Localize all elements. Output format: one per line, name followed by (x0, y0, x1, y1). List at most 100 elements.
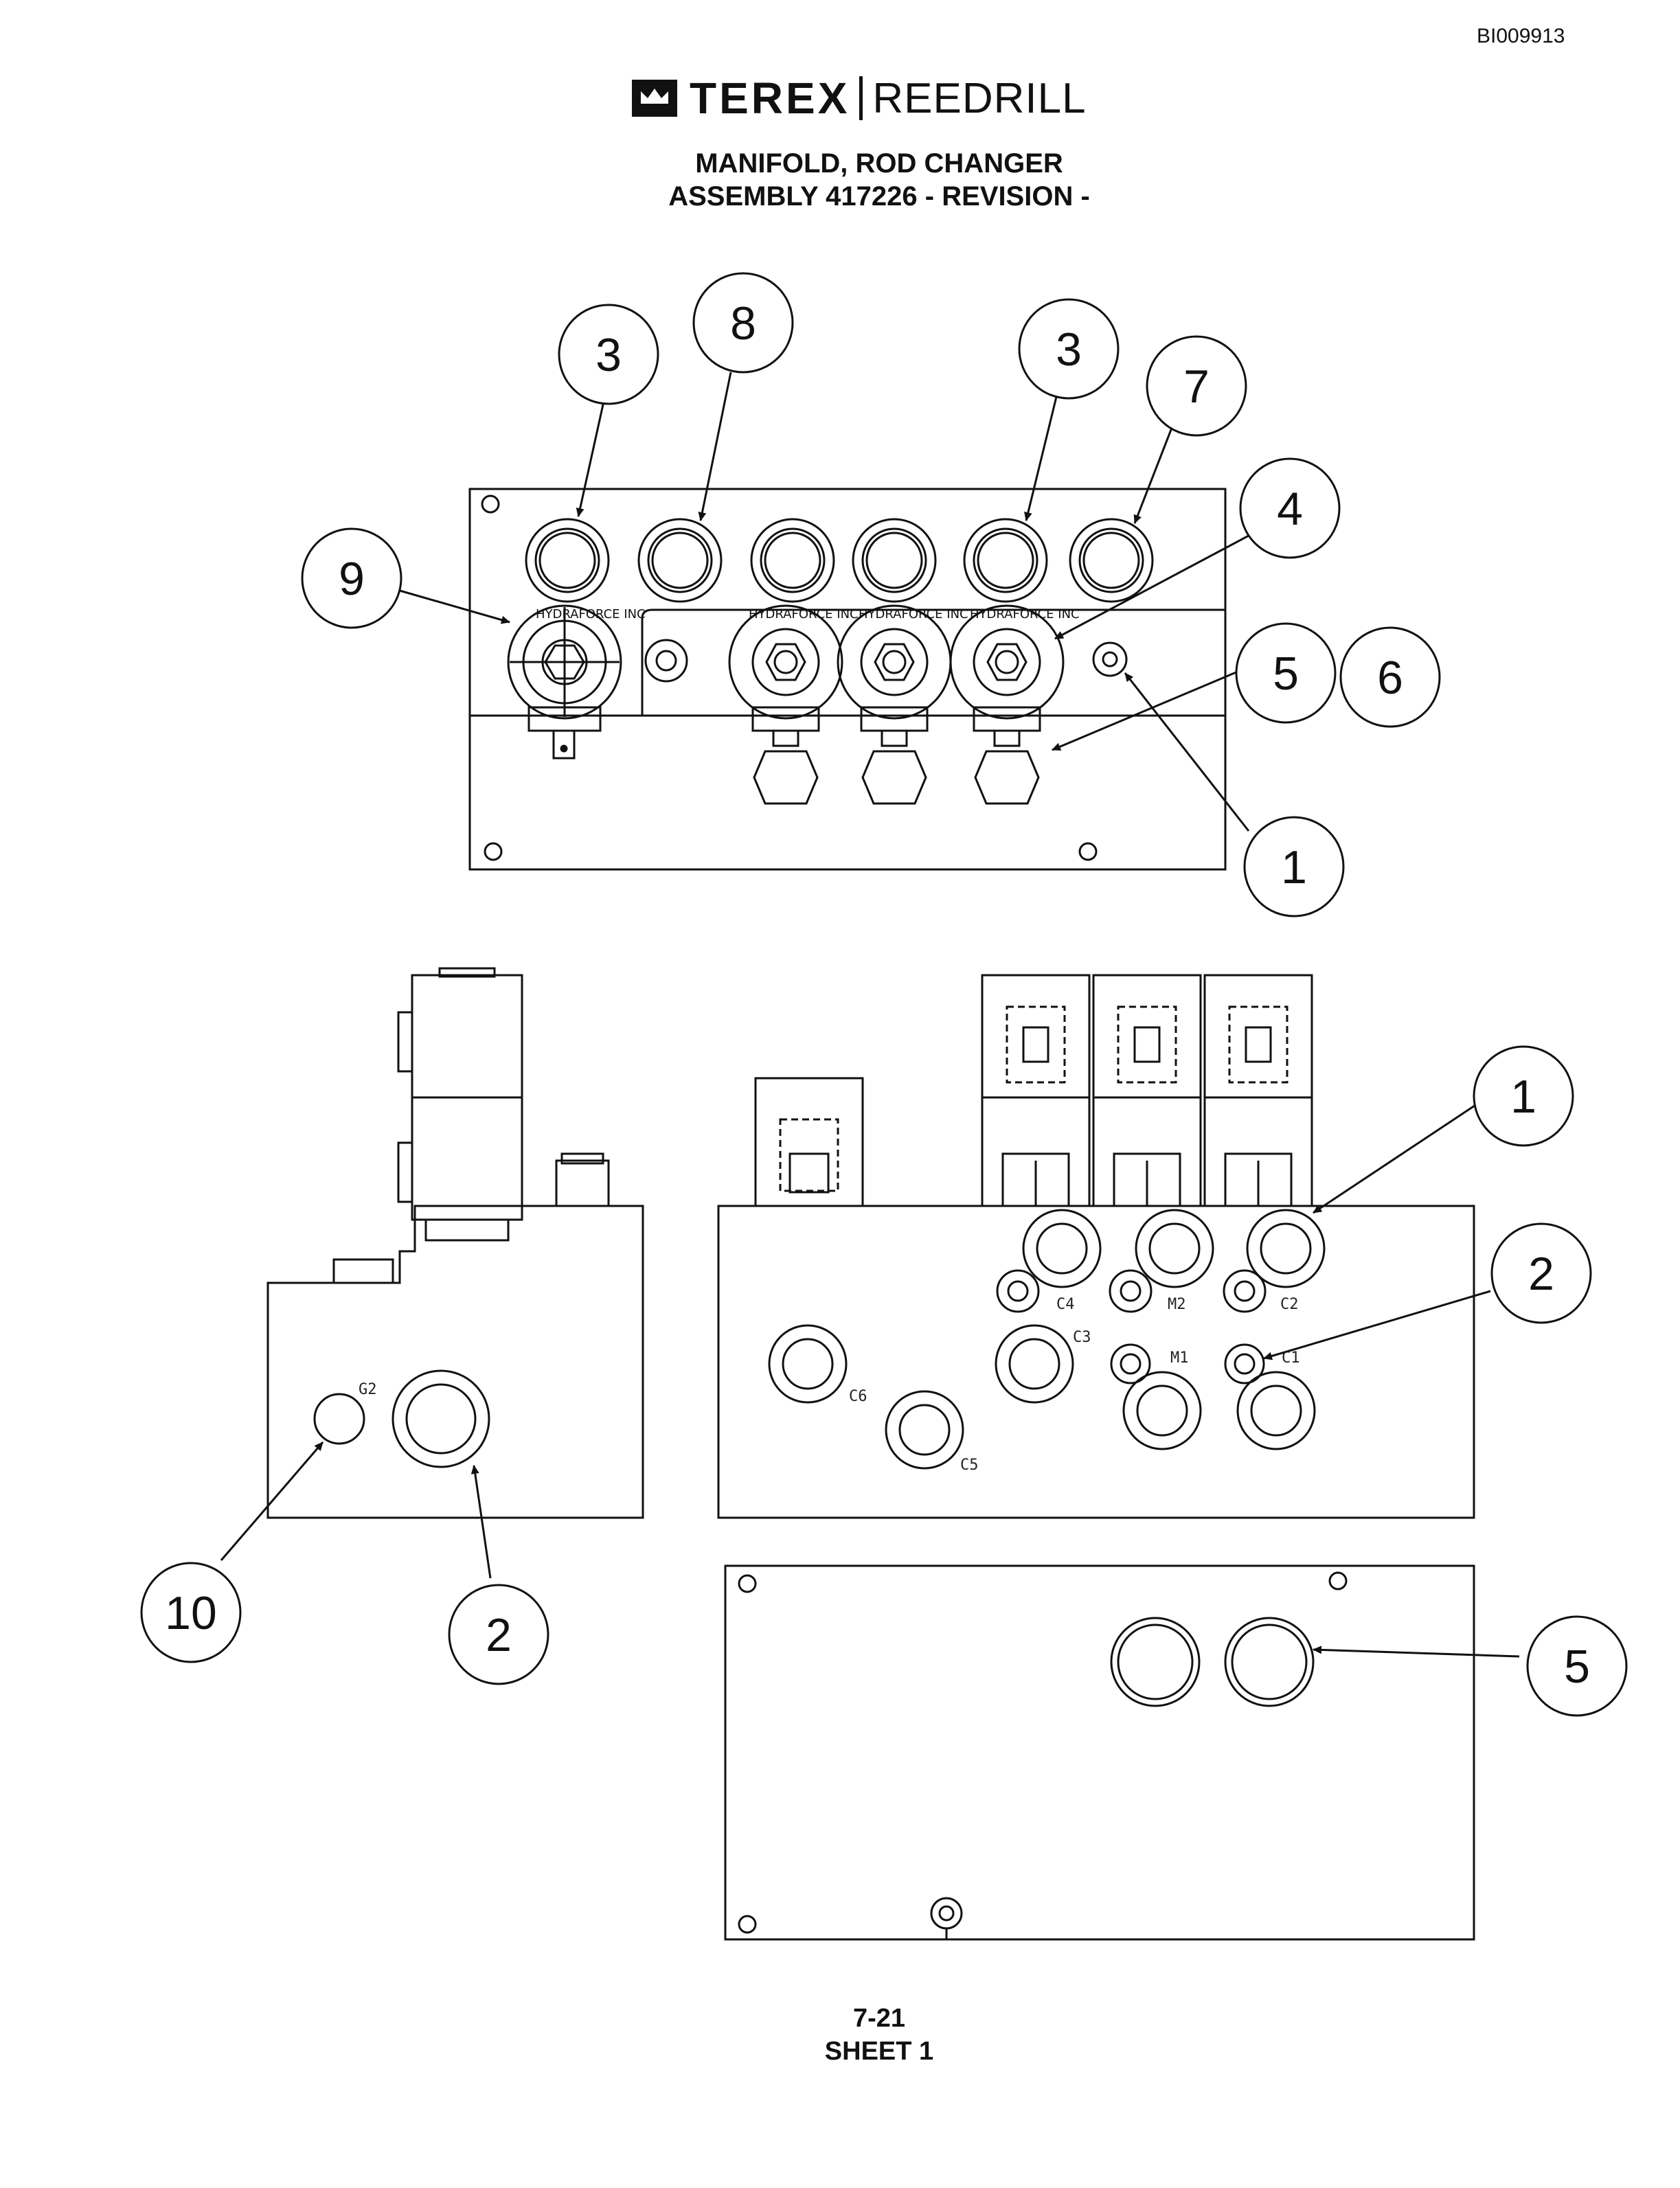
terex-reedrill-logo: TEREX REEDRILL (632, 73, 1087, 123)
logo-separator (859, 76, 863, 120)
port-c5 (885, 1390, 964, 1470)
port-c2-large (1246, 1209, 1326, 1288)
mount-hole (738, 1915, 757, 1934)
port-c1-large (1236, 1371, 1316, 1450)
bottom-plug-a (1110, 1617, 1201, 1707)
assembly-number: ASSEMBLY 417226 - REVISION - (668, 181, 1090, 212)
sheet-number: SHEET 1 (824, 2037, 934, 2066)
port-c6 (768, 1324, 848, 1404)
svg-text:2: 2 (486, 1609, 512, 1661)
port-c4-large (1022, 1209, 1102, 1288)
logo-sub-text: REEDRILL (872, 74, 1087, 122)
side-view-block (266, 1205, 644, 1519)
callout-8: 8 (692, 272, 794, 374)
page-number: 7-21 (852, 2004, 906, 2033)
plug-3 (750, 518, 835, 603)
port-label-m2: M2 (1168, 1296, 1186, 1313)
plug-4 (852, 518, 937, 603)
port-label-m1: M1 (1170, 1349, 1189, 1367)
port-label-c2: C2 (1280, 1296, 1299, 1313)
coil-stack-3 (1203, 974, 1313, 1207)
mount-hole (1078, 842, 1098, 861)
callout-10: 10 (140, 1562, 242, 1663)
mount-hole (481, 494, 500, 514)
valve-text: HYDRAFORCE INC (536, 607, 646, 622)
plug-6 (1069, 518, 1154, 603)
port-label-c5: C5 (960, 1457, 979, 1474)
port-c1 (1224, 1343, 1265, 1384)
side-port-2 (391, 1369, 490, 1468)
valve-9 (507, 604, 622, 760)
svg-text:3: 3 (1056, 323, 1082, 376)
coil-stack-1 (981, 974, 1091, 1207)
valve-text: HYDRAFORCE INC (749, 607, 859, 622)
bottom-plug-b (1224, 1617, 1315, 1707)
front-view (717, 974, 1475, 1519)
port-label-c6: C6 (849, 1388, 867, 1405)
port-m1 (1110, 1343, 1151, 1384)
callout-2-front: 2 (1490, 1222, 1592, 1324)
svg-text:7: 7 (1183, 361, 1210, 413)
side-fitting (332, 1258, 394, 1284)
plug-5 (963, 518, 1048, 603)
svg-text:2: 2 (1528, 1248, 1554, 1300)
svg-text:8: 8 (730, 297, 756, 350)
document-id: BI009913 (1477, 25, 1565, 47)
plug-2 (637, 518, 723, 603)
callout-1-top: 1 (1243, 816, 1345, 918)
mount-hole (484, 842, 503, 861)
solenoid-valve-a (728, 604, 843, 805)
port-label-c4: C4 (1056, 1296, 1075, 1313)
solenoid-valve-c (949, 604, 1065, 805)
terex-crown-icon (632, 80, 677, 117)
svg-text:6: 6 (1377, 652, 1403, 704)
port-c4 (996, 1269, 1040, 1313)
valve-text: HYDRAFORCE INC (859, 607, 968, 622)
bottom-view (724, 1564, 1475, 1941)
callout-9: 9 (301, 527, 402, 629)
coil-small (754, 1077, 864, 1207)
svg-text:4: 4 (1277, 483, 1303, 535)
small-plug (644, 639, 688, 683)
bottom-view-block (724, 1564, 1475, 1941)
top-view (468, 488, 1227, 871)
callout-4: 4 (1239, 457, 1341, 559)
svg-text:3: 3 (595, 329, 622, 381)
mount-hole (738, 1574, 757, 1593)
callout-1-front: 1 (1473, 1045, 1574, 1147)
callout-5-top: 5 (1235, 622, 1337, 724)
coil-upper (411, 974, 523, 1099)
svg-text:1: 1 (1510, 1071, 1536, 1123)
coil-stack-2 (1092, 974, 1202, 1207)
svg-text:5: 5 (1273, 648, 1299, 700)
callouts: 3 8 3 7 4 9 5 6 1 1 2 10 2 5 (140, 272, 1628, 1717)
port-c3 (995, 1324, 1074, 1404)
port-label-c3: C3 (1073, 1329, 1091, 1346)
bottom-fitting (930, 1897, 963, 1939)
solenoid-valve-b (837, 604, 952, 805)
leader-lines (220, 372, 1520, 1658)
callout-6: 6 (1339, 626, 1441, 728)
drawing-title: MANIFOLD, ROD CHANGER (695, 148, 1063, 179)
callout-3-left: 3 (558, 304, 659, 405)
port-g2 (313, 1393, 365, 1445)
top-view-block (468, 488, 1227, 871)
top-view-recess (641, 608, 1225, 716)
svg-text:5: 5 (1564, 1641, 1590, 1693)
callout-3-right: 3 (1018, 298, 1120, 400)
svg-text:1: 1 (1281, 841, 1307, 893)
small-port (1092, 641, 1128, 677)
mount-hole (1328, 1571, 1348, 1591)
callout-7: 7 (1146, 335, 1247, 437)
port-c2 (1223, 1269, 1267, 1313)
callout-5-bottom: 5 (1526, 1615, 1628, 1717)
svg-text:10: 10 (165, 1587, 217, 1639)
coil-lower (411, 1096, 523, 1221)
callout-2-side: 2 (448, 1584, 549, 1685)
side-view (266, 967, 644, 1519)
port-m1-large (1122, 1371, 1202, 1450)
port-label-g2: G2 (359, 1381, 377, 1398)
side-top-fitting (555, 1159, 610, 1207)
port-m2 (1109, 1269, 1153, 1313)
